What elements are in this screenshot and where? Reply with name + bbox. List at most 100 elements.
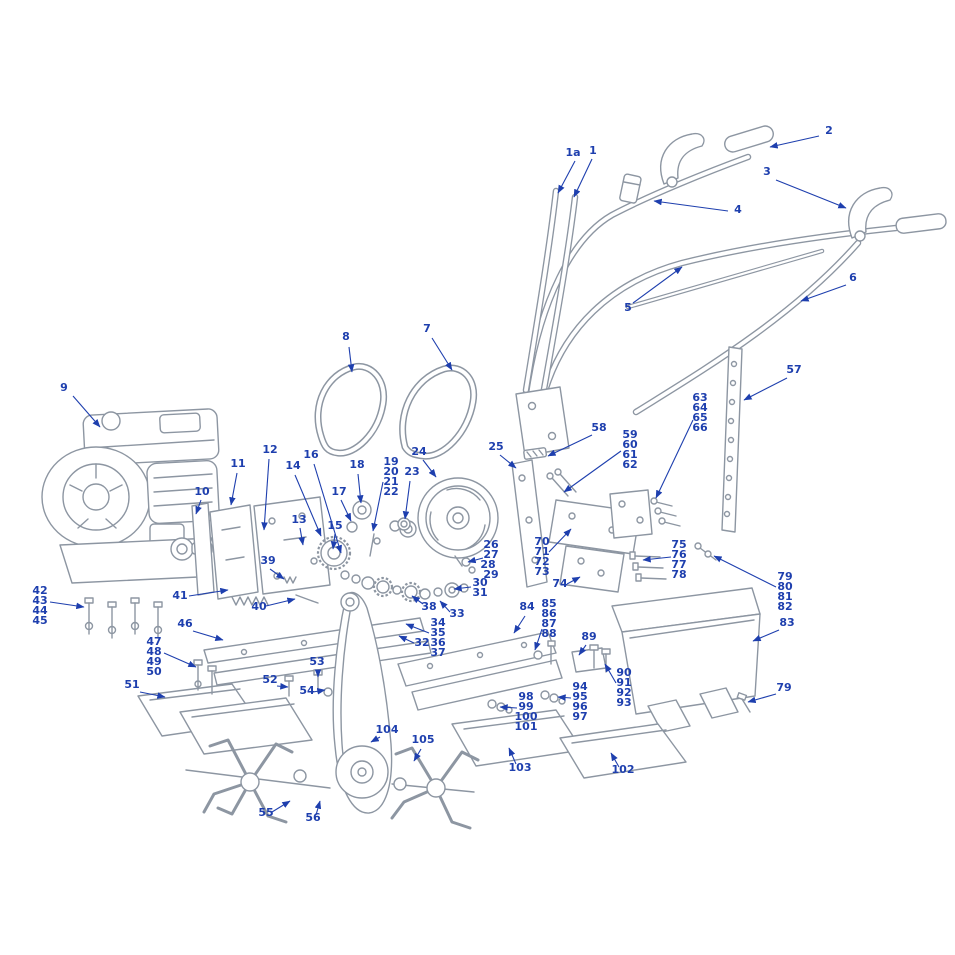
callout-15-15: 15 xyxy=(327,519,342,532)
callout-23-23: 23 xyxy=(404,465,419,478)
callout-0-1a: 1a xyxy=(565,146,580,159)
leader-line-24 xyxy=(422,459,437,478)
callout-12-12: 12 xyxy=(262,443,277,456)
belts xyxy=(314,362,478,460)
callout-97-100: 100 xyxy=(515,710,538,723)
callout-69-72: 72 xyxy=(534,555,549,568)
callout-7-7: 7 xyxy=(423,322,431,335)
main-pulley xyxy=(389,477,499,559)
springs xyxy=(231,576,319,606)
callout-72-75: 75 xyxy=(671,538,686,551)
throttle-lever-right xyxy=(848,186,893,239)
callout-82-85: 85 xyxy=(541,597,556,610)
leader-line-104 xyxy=(370,735,381,743)
leader-line-10 xyxy=(195,499,202,515)
leader-line-52 xyxy=(276,683,289,690)
leader-line-4 xyxy=(653,198,729,212)
leader-line-33 xyxy=(439,600,451,613)
handle-grip-left xyxy=(724,125,774,153)
callout-41-41: 41 xyxy=(172,589,187,602)
callout-84-87: 87 xyxy=(541,617,556,630)
callout-49-49: 49 xyxy=(146,655,161,668)
callout-96-99: 99 xyxy=(518,700,533,713)
callout-25-25: 25 xyxy=(488,440,503,453)
callout-99-102: 102 xyxy=(612,763,635,776)
callout-19-19: 19 xyxy=(383,455,398,468)
callout-70-73: 73 xyxy=(534,565,549,578)
callout-43-43: 43 xyxy=(32,594,47,607)
leader-line-13 xyxy=(298,527,305,546)
callout-77-80: 80 xyxy=(777,580,793,593)
depth-bars xyxy=(397,631,611,714)
lever-clamp xyxy=(619,173,642,204)
callout-73-76: 76 xyxy=(671,548,687,561)
leader-line-8 xyxy=(347,346,355,373)
callout-48-48: 48 xyxy=(146,645,161,658)
callout-79-82: 82 xyxy=(777,600,792,613)
callout-45-45: 45 xyxy=(32,614,47,627)
leader-line-54 xyxy=(312,688,326,695)
callout-65-65: 65 xyxy=(692,411,707,424)
leader-line-51 xyxy=(139,691,166,699)
fasteners-left xyxy=(84,597,333,697)
callout-89-92: 92 xyxy=(616,686,631,699)
callout-9-9: 9 xyxy=(60,381,68,394)
idler-gears xyxy=(316,500,411,571)
callout-5-5: 5 xyxy=(624,301,632,314)
throttle-lever-left xyxy=(660,132,705,185)
leader-line-35 xyxy=(405,623,430,634)
callout-42-42: 42 xyxy=(32,584,47,597)
callout-35-35: 35 xyxy=(430,626,445,639)
callout-67-70: 70 xyxy=(534,535,550,548)
callout-51-51: 51 xyxy=(124,678,139,691)
callout-24-24: 24 xyxy=(411,445,427,458)
callout-101-104: 104 xyxy=(376,723,399,736)
handlebar-assembly xyxy=(515,125,947,457)
callout-91-94: 94 xyxy=(572,680,588,693)
callout-22-22: 22 xyxy=(383,485,398,498)
callout-85-88: 88 xyxy=(541,627,556,640)
callout-93-96: 96 xyxy=(572,700,588,713)
callout-88-91: 91 xyxy=(616,676,631,689)
leader-line-32 xyxy=(398,635,415,644)
callout-44-44: 44 xyxy=(32,604,48,617)
leader-line-14 xyxy=(294,474,322,537)
callout-33-33: 33 xyxy=(449,607,464,620)
rear-panels xyxy=(451,709,687,779)
callout-71-74: 74 xyxy=(552,577,568,590)
callout-17-17: 17 xyxy=(331,485,346,498)
chain-case xyxy=(332,591,393,814)
leader-line-18 xyxy=(356,473,364,504)
callout-87-90: 90 xyxy=(616,666,632,679)
callout-92-95: 95 xyxy=(572,690,587,703)
callout-66-66: 66 xyxy=(692,421,708,434)
drag-stake xyxy=(721,346,743,533)
callout-54-54: 54 xyxy=(299,684,315,697)
leader-line-17 xyxy=(340,499,352,522)
callout-29-29: 29 xyxy=(483,568,498,581)
callout-80-83: 83 xyxy=(779,616,794,629)
callout-14-14: 14 xyxy=(285,459,301,472)
callout-37-37: 37 xyxy=(430,646,445,659)
callout-46-46: 46 xyxy=(177,617,193,630)
callout-81-84: 84 xyxy=(519,600,535,613)
callout-75-78: 78 xyxy=(671,568,686,581)
leader-line-38 xyxy=(411,595,424,605)
engine xyxy=(41,408,220,584)
handlebar-bracket xyxy=(515,386,570,457)
leader-line-56 xyxy=(314,800,322,816)
leader-line-27 xyxy=(467,556,484,564)
callout-74-77: 77 xyxy=(671,558,686,571)
callout-28-28: 28 xyxy=(480,558,495,571)
callout-50-50: 50 xyxy=(146,665,162,678)
callout-38-32: 32 xyxy=(414,636,429,649)
callout-10-10: 10 xyxy=(194,485,210,498)
leader-line-9 xyxy=(72,395,101,428)
callout-64-64: 64 xyxy=(692,401,708,414)
leader-line-5 xyxy=(632,266,683,304)
callout-63-63: 63 xyxy=(692,391,707,404)
leader-line-7 xyxy=(431,337,453,371)
callout-6-6: 6 xyxy=(849,271,857,284)
